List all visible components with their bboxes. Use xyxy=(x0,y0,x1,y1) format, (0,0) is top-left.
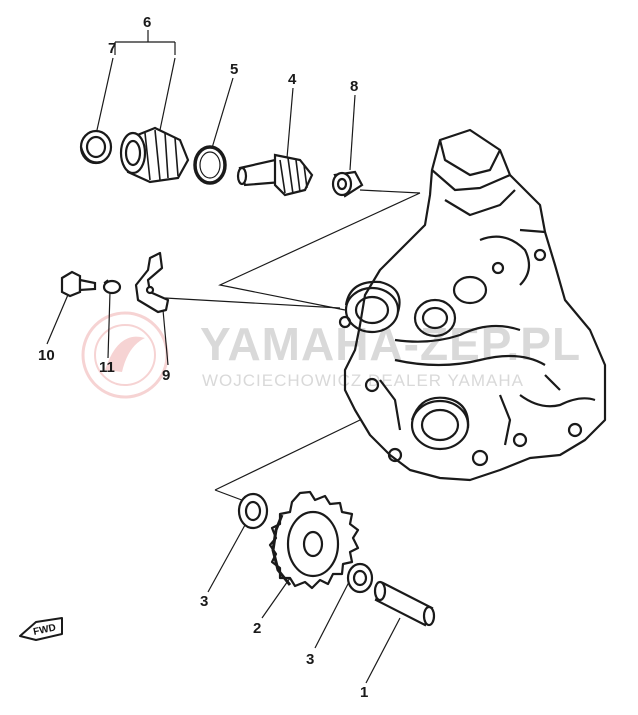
crankcase-housing xyxy=(338,128,607,482)
part-labels: 6 7 5 4 8 10 11 9 3 2 3 1 xyxy=(38,14,368,701)
watermark-subtitle: WOJCIECHOWICZ DEALER YAMAHA xyxy=(202,371,524,390)
part-11-lock-washer xyxy=(102,279,122,295)
leader-label-2 xyxy=(261,577,291,619)
leader-label-9 xyxy=(162,309,169,366)
part-10-bolt xyxy=(60,270,97,298)
leader-label-6 xyxy=(159,57,176,131)
part-5-o-ring xyxy=(193,145,227,185)
part-2-idler-gear xyxy=(268,490,360,590)
label-6: 6 xyxy=(143,14,151,31)
part-8-bushing xyxy=(331,170,364,198)
label-4: 4 xyxy=(288,71,297,88)
leader-label-4 xyxy=(286,87,294,159)
label-9: 9 xyxy=(162,367,170,384)
leader-label-5 xyxy=(211,77,234,149)
leader-label-7 xyxy=(96,57,114,131)
leader-part8 xyxy=(359,189,421,194)
part-6-gear-housing xyxy=(119,126,190,184)
label-8: 8 xyxy=(350,78,358,95)
leader-label-10 xyxy=(46,289,71,345)
label-7: 7 xyxy=(108,40,116,57)
leader-part9 xyxy=(164,297,341,309)
part-1-shaft xyxy=(373,580,436,627)
label-1: 1 xyxy=(360,684,368,701)
part-4-drive-gear xyxy=(236,153,314,197)
label-5: 5 xyxy=(230,61,238,78)
leader-label-3a xyxy=(207,524,246,593)
leader-label-3b xyxy=(314,579,351,649)
leader-label-11 xyxy=(107,291,111,359)
leader-label-8 xyxy=(349,94,356,171)
part-7-oil-seal xyxy=(79,129,113,165)
leader-lower-shaft xyxy=(214,419,361,491)
label-11: 11 xyxy=(99,359,115,376)
watermark-logo-icon xyxy=(81,311,169,399)
part-9-retaining-plate xyxy=(134,251,170,314)
part-3-washer-upper xyxy=(237,492,269,530)
part-3-washer-lower xyxy=(346,562,374,594)
fwd-label: FWD xyxy=(32,622,57,637)
leader-label-1 xyxy=(365,617,401,684)
leader-part4-shaft xyxy=(218,192,421,311)
label-3-upper: 3 xyxy=(200,593,208,610)
label-10: 10 xyxy=(38,347,55,364)
fwd-arrow-icon: FWD xyxy=(19,617,63,641)
label-2: 2 xyxy=(253,620,261,637)
label-3-lower: 3 xyxy=(306,651,314,668)
alignment-lines xyxy=(46,30,421,684)
